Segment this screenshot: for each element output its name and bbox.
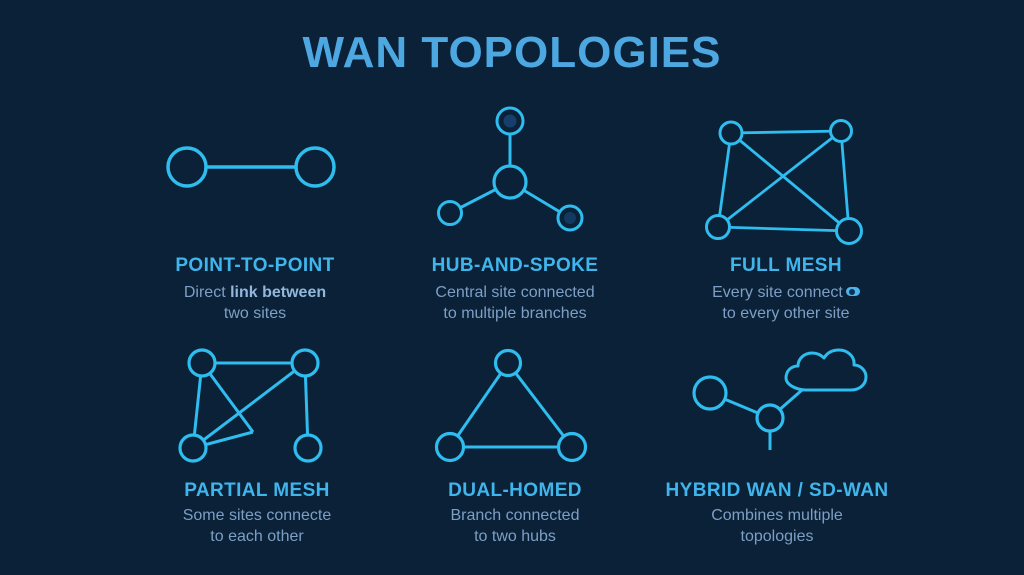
description-line: Direct: [183, 284, 231, 301]
branch-node: [493, 348, 523, 378]
topology-description: Every site connect to every other site: [661, 282, 911, 324]
site-node: [692, 375, 728, 411]
eye-glyph-icon: [845, 287, 860, 297]
description-line: to multiple branches: [443, 305, 587, 322]
site-node: [293, 433, 323, 463]
topology-heading-dual-homed: DUAL-HOMED: [448, 480, 582, 501]
topology-heading-hub-and-spoke: HUB-AND-SPOKE: [431, 255, 599, 276]
link-line: [717, 225, 850, 233]
description-line: two sites: [223, 305, 287, 322]
topology-description: Central site connected to multiple branch…: [390, 282, 640, 324]
description-line: Every site connect: [712, 284, 843, 301]
site-node: [294, 146, 336, 188]
hub-node: [434, 431, 466, 463]
site-node: [166, 146, 208, 188]
dual-homed-diagram: [434, 348, 588, 463]
site-node: [829, 119, 853, 143]
topology-heading-point-to-point: POINT-TO-POINT: [175, 255, 335, 276]
description-line: Combines multiple: [711, 507, 843, 524]
link-line: [448, 362, 510, 448]
link-line: [730, 129, 842, 135]
site-node: [187, 348, 217, 378]
link-line: [839, 130, 851, 232]
hub-node: [556, 431, 588, 463]
description-line: Branch connected: [450, 507, 580, 524]
description-line: topologies: [740, 528, 814, 545]
hybrid-wan-diagram: [692, 348, 868, 450]
topology-heading-partial-mesh: PARTIAL MESH: [184, 480, 330, 501]
description-line: Some sites connecte: [182, 507, 332, 524]
site-node: [290, 348, 320, 378]
description-line-bold: link between: [230, 284, 327, 301]
node-inner-dot: [503, 114, 517, 128]
topology-description: Combines multiple topologies: [641, 505, 913, 547]
full-mesh-diagram: [705, 119, 863, 245]
partial-mesh-diagram: [178, 348, 323, 463]
node-inner-dot: [564, 212, 576, 224]
topology-description: Branch connected to two hubs: [390, 505, 640, 547]
link-line: [192, 361, 306, 450]
site-node: [178, 433, 208, 463]
page-title: WAN TOPOLOGIES: [302, 28, 722, 77]
topology-heading-full-mesh: FULL MESH: [730, 255, 842, 276]
link-line: [506, 362, 574, 448]
description-line: to two hubs: [474, 528, 556, 545]
link-line: [730, 131, 850, 233]
cloud-icon: [784, 348, 868, 392]
site-node: [835, 217, 863, 245]
site-node: [718, 120, 744, 146]
link-line: [717, 129, 842, 229]
topology-description: Direct link between two sites: [130, 282, 380, 324]
description-line: Central site connected: [435, 284, 595, 301]
link-line: [716, 132, 733, 228]
site-node: [755, 403, 785, 433]
hub-and-spoke-diagram: [437, 106, 584, 232]
topology-description: Some sites connecte to each other: [132, 505, 382, 547]
hub-node: [492, 164, 528, 200]
description-line: to every other site: [722, 305, 850, 322]
site-node: [705, 214, 731, 240]
topology-heading-hybrid-wan: HYBRID WAN / SD-WAN: [665, 480, 889, 501]
spoke-node: [437, 200, 463, 226]
description-line: to each other: [210, 528, 304, 545]
point-to-point-diagram: [166, 146, 336, 188]
